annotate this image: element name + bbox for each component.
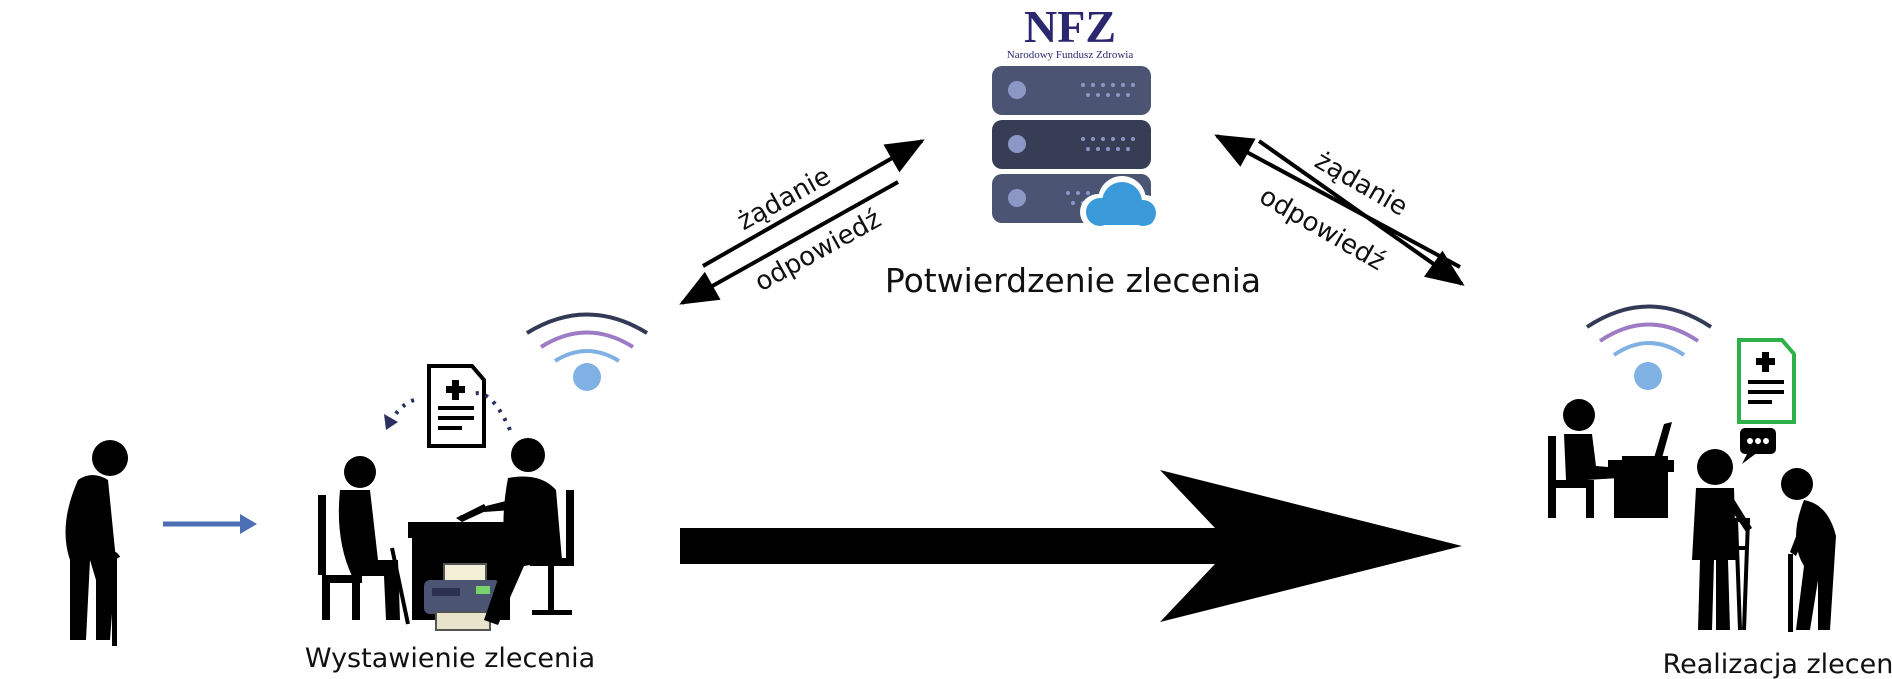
crutch-icon xyxy=(1734,518,1750,631)
nfz-subtitle: Narodowy Fundusz Zdrowia xyxy=(1007,49,1134,61)
issue-station xyxy=(318,312,649,631)
fulfil-station-label: Realizacja zlecenia xyxy=(1663,649,1892,679)
wifi-icon xyxy=(525,312,649,391)
wifi-icon xyxy=(1585,304,1713,390)
prescription-document-icon xyxy=(1737,338,1796,424)
nfz-logo-text: NFZ xyxy=(1024,1,1116,52)
nfz-caption: Potwierdzenie zlecenia xyxy=(885,261,1261,300)
printer-icon xyxy=(424,563,500,631)
main-flow-arrow xyxy=(680,470,1462,622)
elderly-patient-icon xyxy=(65,440,128,646)
prescription-document-icon xyxy=(427,364,486,448)
chat-bubble-icon xyxy=(1740,428,1776,464)
cloud-icon xyxy=(1080,176,1162,230)
laptop-icon xyxy=(1622,422,1672,461)
nfz-logo: NFZ Narodowy Fundusz Zdrowia xyxy=(1007,1,1134,61)
issue-station-label: Wystawienie zlecenia xyxy=(305,643,595,674)
fulfil-station xyxy=(1548,304,1836,632)
server-stack-icon xyxy=(992,66,1162,230)
